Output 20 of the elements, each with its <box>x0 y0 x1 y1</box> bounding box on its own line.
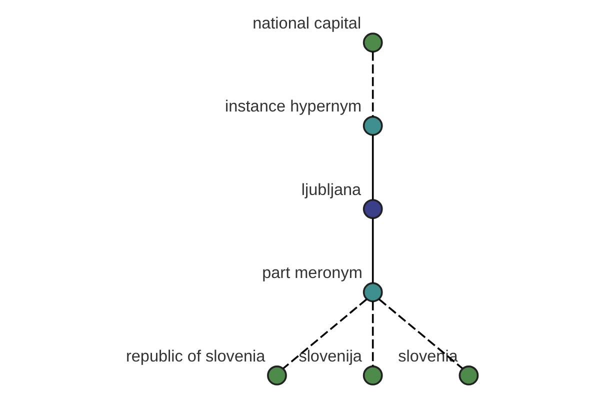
node-circle <box>362 199 382 219</box>
connector <box>282 298 367 369</box>
node-circle <box>266 366 286 386</box>
node-label: slovenija <box>298 347 362 366</box>
node-circle <box>362 282 382 302</box>
node-circle <box>362 32 382 53</box>
connector <box>378 298 462 369</box>
node-circle <box>362 116 382 136</box>
node-label: slovenia <box>398 347 458 366</box>
node-label: national capital <box>252 14 361 33</box>
connector <box>371 52 374 116</box>
node-label: ljubljana <box>300 180 361 199</box>
node-label: instance hypernym <box>224 98 362 116</box>
connector <box>371 301 374 366</box>
node-circle <box>458 366 478 386</box>
node-circle <box>362 366 382 386</box>
connector <box>371 218 374 283</box>
connector <box>371 135 374 200</box>
node-label: part meronym <box>262 264 362 282</box>
node-label: republic of slovenia <box>125 347 265 366</box>
